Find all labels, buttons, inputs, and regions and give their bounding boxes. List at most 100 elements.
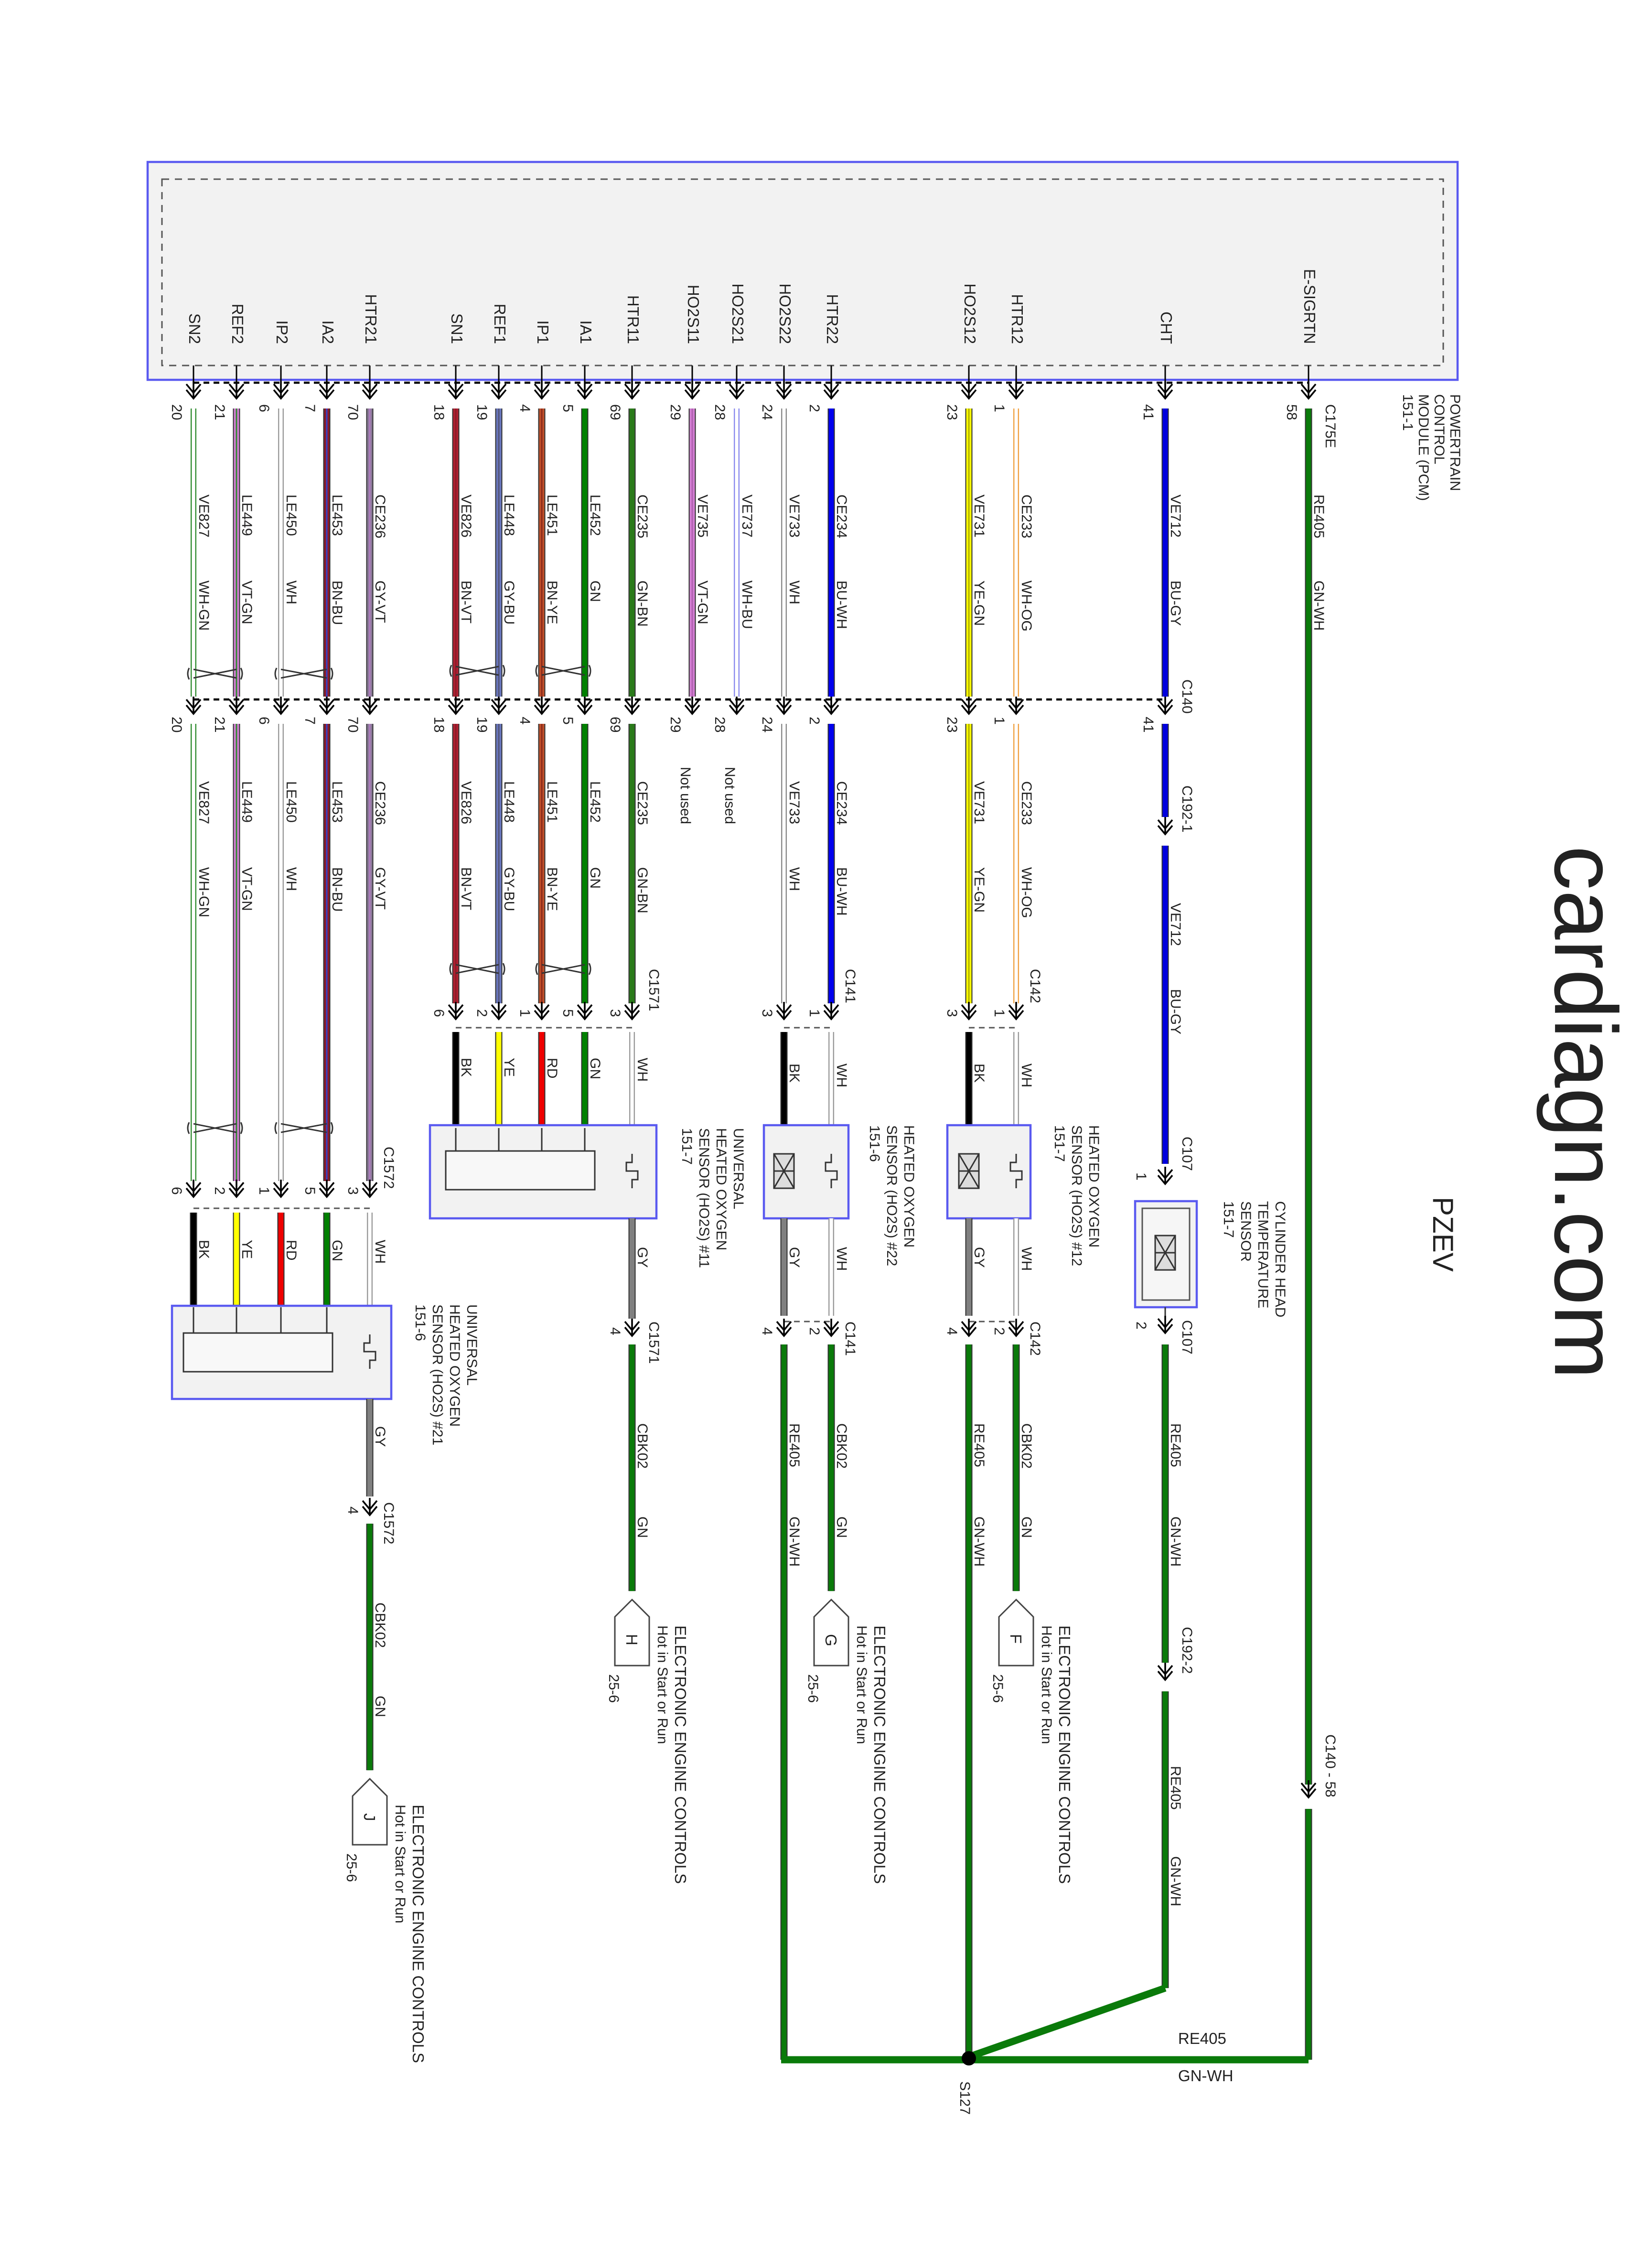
c140-pin-number: 19 bbox=[474, 717, 490, 732]
sensor-wire-color-label: WH bbox=[372, 1240, 388, 1264]
color-label: YE-GN bbox=[971, 867, 987, 913]
c140-58-arrow bbox=[1300, 1780, 1317, 1799]
c140-pin-number: 6 bbox=[256, 717, 272, 725]
c140-pin-number: 18 bbox=[431, 717, 447, 732]
terminal-sublabel: Hot in Start or Run bbox=[654, 1625, 670, 1744]
pcm-connector-arrow bbox=[1157, 381, 1173, 400]
circuit-label: CE234 bbox=[834, 494, 849, 538]
splice-s127-dot bbox=[962, 2051, 976, 2066]
ho2s-11-label: UNIVERSAL bbox=[730, 1128, 746, 1209]
cht-sensor-label: CYLINDER HEAD bbox=[1272, 1201, 1288, 1317]
c140-pin-number: 28 bbox=[712, 717, 728, 732]
sensor-wire-color-label: BK bbox=[786, 1064, 802, 1083]
circuit-label: LE452 bbox=[587, 494, 603, 536]
ho2s-11-label: HEATED OXYGEN bbox=[713, 1128, 729, 1250]
pcm-connector-arrow bbox=[185, 381, 202, 400]
pcm-connector-arrow bbox=[624, 381, 640, 400]
heater-element-icon bbox=[825, 1154, 838, 1189]
end-connector-pin: 5 bbox=[560, 1009, 576, 1017]
end-connector-pin: 2 bbox=[212, 1187, 227, 1195]
sensor-wire-color-label: GY bbox=[372, 1426, 388, 1447]
pcm-connector-arrow bbox=[228, 381, 245, 400]
connector-label: C142 bbox=[1027, 1322, 1043, 1356]
color-label: BU-WH bbox=[834, 580, 849, 629]
sensor-wire-color-label: GN bbox=[329, 1240, 345, 1261]
ho2s-21-label: 151-6 bbox=[412, 1304, 428, 1341]
terminal-callout bbox=[813, 1598, 849, 1666]
connector-label-c107: C107 bbox=[1179, 1320, 1195, 1354]
connector-arrow bbox=[961, 1319, 977, 1337]
wire-re405-diagonal bbox=[967, 1985, 1167, 2061]
circuit-label: CE236 bbox=[372, 781, 388, 825]
terminal-letter: J bbox=[361, 1813, 378, 1821]
ho2s-22-label: SENSOR (HO2S) #22 bbox=[884, 1125, 900, 1266]
c140-arrow bbox=[534, 697, 550, 715]
pcm-label: 151-1 bbox=[1400, 394, 1416, 431]
end-connector-arrow bbox=[961, 1002, 977, 1021]
circuit-label: LE449 bbox=[239, 781, 255, 823]
c140-arrow bbox=[273, 697, 289, 715]
sensor-wire-color-label: YE bbox=[501, 1058, 517, 1077]
color-label: BN-YE bbox=[544, 867, 560, 911]
sensor-wire-color-label: GY bbox=[786, 1247, 802, 1268]
pin-number: 5 bbox=[560, 404, 576, 412]
connector-label-c1572: C1572 bbox=[381, 1147, 397, 1189]
c140-pin-number: 7 bbox=[302, 717, 318, 725]
sensor-wire-color-label: WH bbox=[634, 1058, 650, 1082]
pcm-connector-arrow bbox=[319, 381, 335, 400]
color-label: BU-WH bbox=[834, 867, 849, 916]
splice-color-label: GN-WH bbox=[1178, 2067, 1233, 2085]
c140-pin-number: 1 bbox=[991, 717, 1007, 725]
pcm-label: CONTROL bbox=[1431, 394, 1447, 464]
pin-number: 41 bbox=[1140, 404, 1156, 420]
color-label: BN-VT bbox=[458, 580, 474, 623]
connector-label-c141: C141 bbox=[842, 969, 858, 1003]
splice-circuit-label: RE405 bbox=[1178, 2030, 1226, 2047]
c107-arrow bbox=[1157, 1167, 1173, 1185]
connector-label-c192-1: C192-1 bbox=[1179, 785, 1195, 832]
not-used-label: Not used bbox=[722, 767, 738, 824]
circuit-label: VE712 bbox=[1168, 494, 1183, 537]
color-label: WH bbox=[283, 867, 299, 891]
ho2s-11-cell bbox=[445, 1150, 596, 1191]
terminal-callout bbox=[614, 1598, 650, 1666]
pcm-connector-arrow bbox=[776, 381, 792, 400]
c140-pin-number: 20 bbox=[169, 717, 184, 732]
twisted-pair-marker bbox=[535, 963, 591, 975]
pin-number: 28 bbox=[712, 404, 728, 420]
circuit-label: RE405 bbox=[1311, 494, 1327, 538]
pcm-pin-label: CHT bbox=[1158, 312, 1175, 344]
pcm-connector-arrow bbox=[684, 381, 700, 400]
pcm-pin-label: HTR12 bbox=[1008, 294, 1026, 344]
pcm-pin-label: SN1 bbox=[448, 313, 466, 344]
connector-label-c142: C142 bbox=[1027, 969, 1043, 1003]
circuit-label: CE235 bbox=[634, 494, 650, 538]
twisted-pair-marker bbox=[187, 1122, 243, 1134]
circuit-label: LE453 bbox=[329, 781, 345, 823]
ho2s-11-label: 151-7 bbox=[679, 1128, 695, 1165]
end-connector-pin: 1 bbox=[517, 1009, 533, 1017]
circuit-label: CE236 bbox=[372, 494, 388, 538]
end-connector-pin: 5 bbox=[302, 1187, 318, 1195]
end-connector-arrow bbox=[624, 1002, 640, 1021]
pin-number: 24 bbox=[759, 404, 775, 420]
pcm-pin-label: SN2 bbox=[186, 313, 204, 344]
connector-label-c1571: C1571 bbox=[646, 969, 662, 1011]
c1572-arrow bbox=[362, 1498, 378, 1516]
color-label: WH bbox=[786, 867, 802, 891]
pcm-pin-label: HO2S11 bbox=[685, 285, 702, 344]
circuit-label: VE712 bbox=[1168, 903, 1183, 946]
c107-arrow bbox=[1157, 1316, 1173, 1334]
circuit-label: VE731 bbox=[971, 781, 987, 824]
end-connector-arrow bbox=[185, 1180, 202, 1198]
title-pzev: PZEV bbox=[1427, 1197, 1459, 1272]
ho2s-22-label: 151-6 bbox=[867, 1125, 882, 1162]
circuit-label: VE826 bbox=[458, 494, 474, 537]
pcm-label: MODULE (PCM) bbox=[1416, 394, 1431, 501]
pin-number: 58 bbox=[1284, 404, 1299, 420]
terminal-label: ELECTRONIC ENGINE CONTROLS bbox=[1056, 1625, 1073, 1884]
end-connector-pin: 6 bbox=[431, 1009, 447, 1017]
color-label: VT-GN bbox=[239, 580, 255, 624]
pin-number: 4 bbox=[345, 1506, 361, 1515]
